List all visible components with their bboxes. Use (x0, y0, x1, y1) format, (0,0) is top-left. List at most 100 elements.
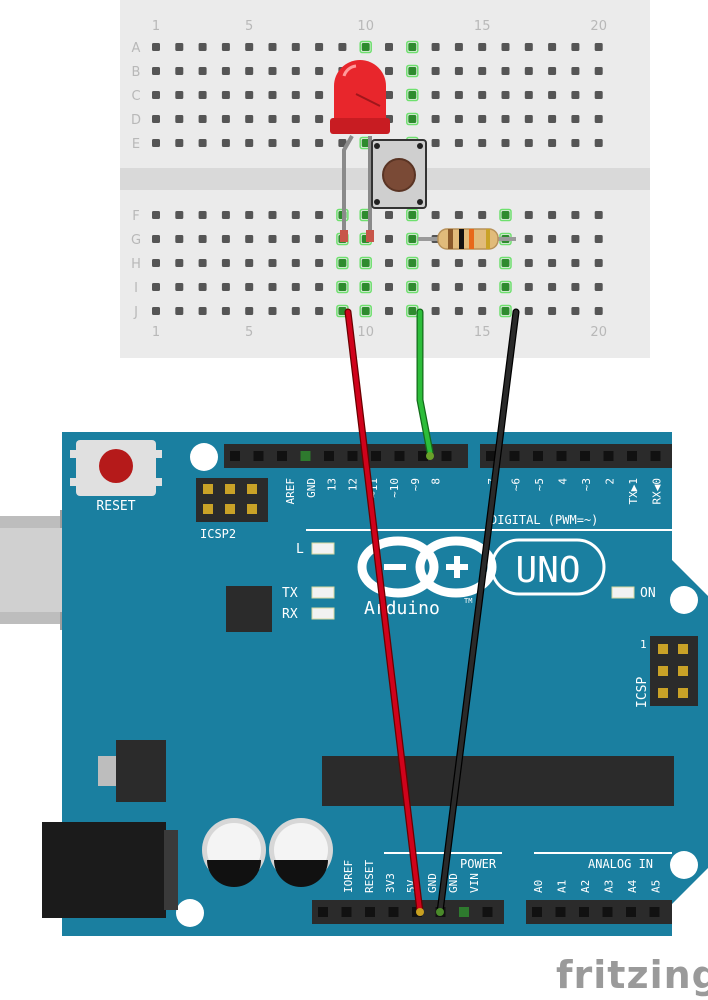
breadboard-hole (548, 91, 557, 99)
digital-pin-label: RX◀0 (651, 478, 664, 505)
led-rx (311, 607, 335, 620)
led-on (611, 586, 635, 599)
analog-header-hole (602, 907, 613, 917)
breadboard-hole (221, 259, 230, 267)
breadboard-hole (198, 307, 207, 315)
breadboard-hole (478, 307, 487, 315)
mounting-hole (176, 899, 204, 927)
breadboard-hole (268, 259, 277, 267)
breadboard-hole (548, 259, 557, 267)
breadboard-column-number: 10 (357, 19, 374, 34)
breadboard-hole (175, 115, 184, 123)
logo-minus (384, 564, 406, 570)
breadboard-hole (198, 91, 207, 99)
power-header-hole (388, 907, 399, 917)
board-pcb (62, 432, 708, 936)
breadboard-hole (524, 67, 533, 75)
breadboard-hole (175, 139, 184, 147)
digital-header-hole (371, 451, 381, 461)
digital-pin-label: AREF (284, 478, 297, 505)
breadboard-hole (152, 43, 160, 51)
breadboard-hole (594, 235, 603, 243)
breadboard-hole (594, 259, 603, 267)
breadboard-hole (454, 91, 463, 99)
breadboard-hole (454, 307, 463, 315)
breadboard-hole (548, 139, 557, 147)
power-label: POWER (460, 857, 497, 871)
icsp2-pin (203, 504, 213, 514)
breadboard-hole (594, 67, 603, 75)
breadboard-hole (338, 43, 347, 51)
breadboard-hole-highlight (406, 256, 419, 270)
breadboard-hole (571, 67, 580, 75)
breadboard-hole (478, 67, 487, 75)
breadboard-hole-highlight (499, 280, 512, 294)
breadboard-hole (431, 211, 440, 219)
breadboard-hole (501, 259, 510, 267)
button-pin-dot (417, 143, 423, 149)
breadboard-hole (454, 139, 463, 147)
icsp-header (650, 636, 698, 706)
reset-label: RESET (96, 499, 135, 514)
breadboard-hole (175, 67, 184, 75)
button-cap (382, 158, 416, 192)
analog-pin-label: A4 (626, 879, 639, 893)
breadboard-hole (408, 115, 417, 123)
digital-pin-label: GND (305, 478, 318, 498)
arduino-uno-board: RESET ICSP2 AREFGND1312~11~10~987~6~54~3… (0, 432, 708, 936)
barrel-jack-edge (164, 830, 178, 910)
breadboard-hole (594, 91, 603, 99)
breadboard-hole (221, 211, 230, 219)
breadboard-hole-highlight (406, 88, 419, 102)
breadboard-hole (268, 283, 277, 291)
breadboard-hole (221, 283, 230, 291)
breadboard-row-letter: G (131, 233, 141, 248)
digital-header-right (480, 444, 672, 468)
breadboard-hole (361, 139, 370, 147)
power-pin-label: RESET (363, 860, 376, 893)
breadboard-hole (152, 259, 160, 267)
breadboard-hole (221, 67, 230, 75)
digital-header-hole (509, 451, 520, 461)
breadboard-hole (548, 235, 557, 243)
icsp2-pin (203, 484, 213, 494)
breadboard-hole (454, 43, 463, 51)
breadboard-row-letter: F (132, 209, 139, 224)
led-l-label: L (296, 542, 304, 557)
red-wire-end (416, 908, 424, 916)
digital-header-hole (300, 451, 311, 461)
breadboard-hole (478, 139, 487, 147)
breadboard-hole (431, 43, 440, 51)
breadboard-hole (408, 259, 417, 267)
breadboard-hole (338, 283, 347, 291)
breadboard-hole (571, 211, 580, 219)
breadboard-row-letter: H (131, 257, 141, 272)
mounting-hole (670, 586, 698, 614)
breadboard-hole (291, 259, 300, 267)
digital-pin-label: 13 (326, 478, 339, 491)
breadboard-hole (571, 259, 580, 267)
breadboard-hole-highlight (406, 112, 419, 126)
power-header-hole (341, 907, 352, 917)
digital-header-hole (580, 451, 590, 461)
led-leg-cathode-tip (340, 230, 348, 242)
breadboard-hole (315, 259, 324, 267)
breadboard-hole (408, 211, 417, 219)
breadboard-hole (571, 91, 580, 99)
breadboard-hole-highlight (359, 256, 372, 270)
led-l (311, 542, 335, 555)
uno-label: UNO (515, 550, 580, 591)
analog-header-housing (526, 900, 672, 924)
breadboard-hole (478, 283, 487, 291)
digital-pin-label: ~5 (533, 478, 546, 491)
breadboard-hole (594, 115, 603, 123)
breadboard-hole (385, 67, 393, 75)
analog-pin-label: A1 (556, 880, 569, 893)
mounting-hole (670, 851, 698, 879)
breadboard-hole (524, 283, 533, 291)
led-tx (311, 586, 335, 599)
breadboard-hole (431, 115, 440, 123)
icsp-housing (650, 636, 698, 706)
breadboard-hole (361, 283, 370, 291)
breadboard-row-letter: D (131, 113, 141, 128)
